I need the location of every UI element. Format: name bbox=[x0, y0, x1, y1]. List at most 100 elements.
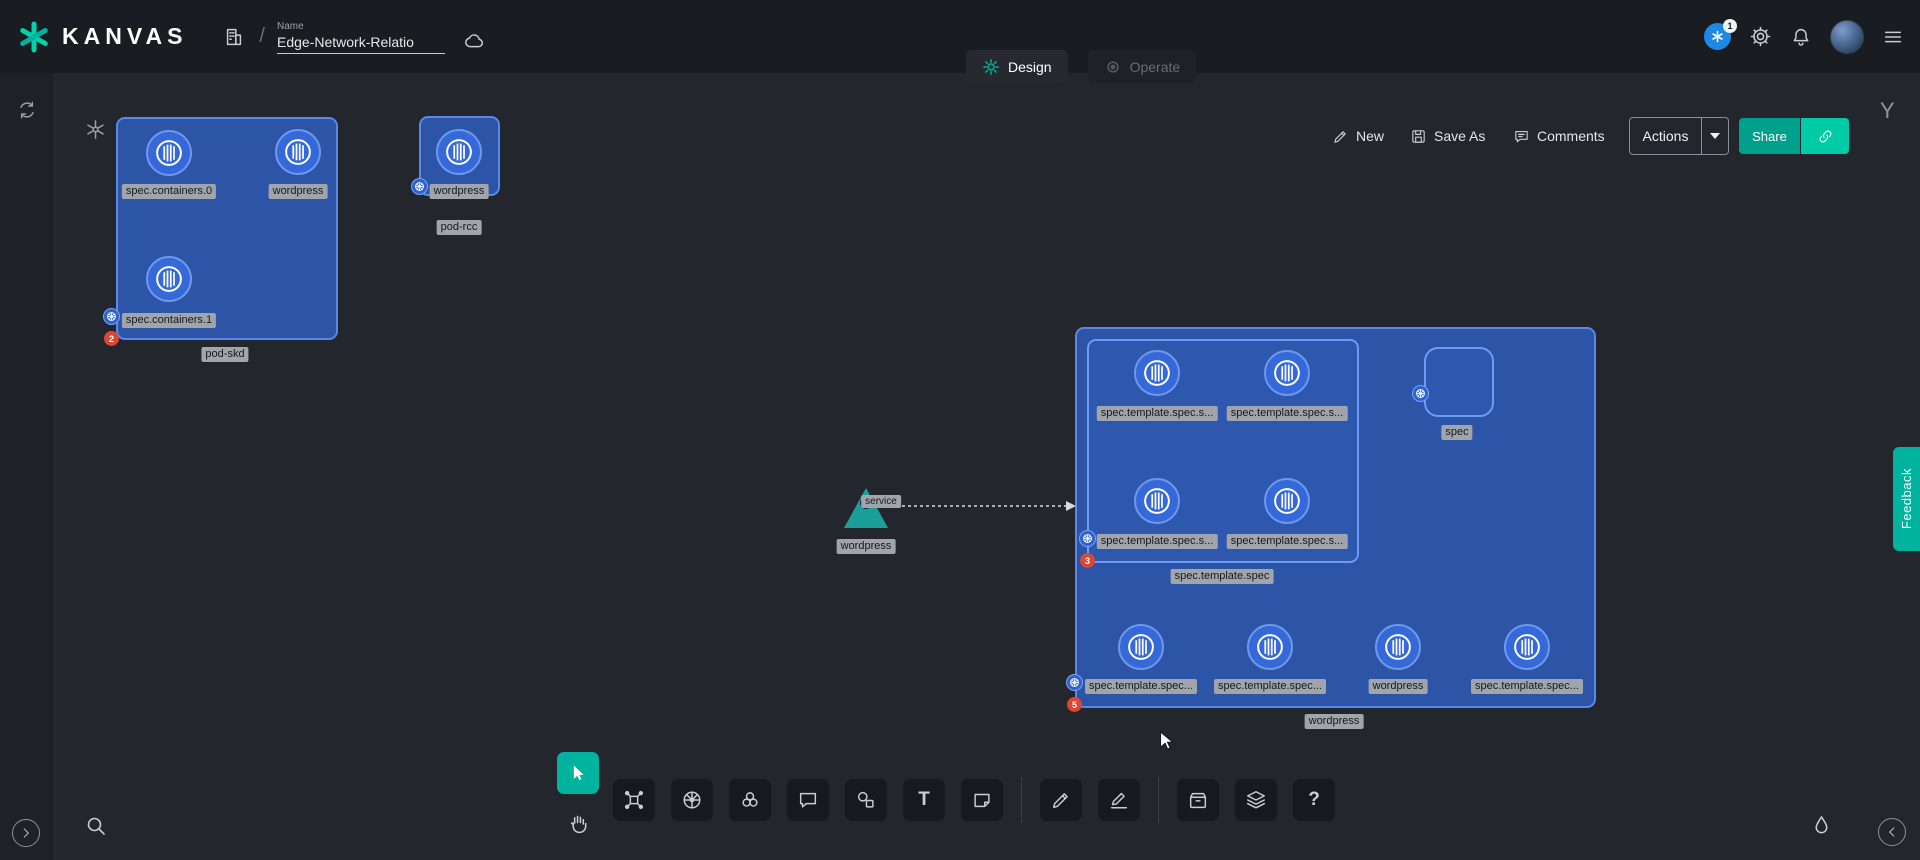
node-spec-template-4[interactable] bbox=[1264, 478, 1310, 524]
link-icon bbox=[1817, 128, 1834, 145]
meshery-shapes-tool[interactable] bbox=[729, 779, 771, 821]
snowflake-layout-icon[interactable] bbox=[84, 118, 107, 146]
node-spec[interactable] bbox=[1424, 347, 1494, 417]
new-button[interactable]: New bbox=[1332, 124, 1384, 148]
pan-tool[interactable] bbox=[557, 802, 599, 844]
node-label: wordpress bbox=[430, 184, 489, 199]
node-wordpress-pod-skd[interactable] bbox=[275, 129, 321, 175]
edge-service-to-wordpress[interactable] bbox=[886, 496, 1082, 516]
copy-link-button[interactable] bbox=[1801, 118, 1849, 154]
comment-tool[interactable] bbox=[787, 779, 829, 821]
actions-dropdown-caret[interactable] bbox=[1701, 118, 1728, 154]
design-name-input[interactable] bbox=[277, 34, 445, 54]
note-icon bbox=[971, 789, 993, 811]
expand-left-panel-button[interactable] bbox=[12, 819, 40, 847]
sync-refresh-icon[interactable] bbox=[16, 99, 38, 126]
drawer-tool[interactable] bbox=[1177, 779, 1219, 821]
node-wordpress-pod-rcc[interactable] bbox=[436, 129, 482, 175]
design-name-block: Name bbox=[277, 21, 445, 54]
layers-icon bbox=[1245, 789, 1267, 811]
help-tool-glyph: ? bbox=[1308, 789, 1320, 811]
cursor-icon bbox=[568, 763, 588, 783]
hierarchy-toggle-icon[interactable]: Y bbox=[1880, 98, 1895, 124]
node-label: spec bbox=[1441, 425, 1472, 440]
node-bottom-2[interactable] bbox=[1247, 624, 1293, 670]
node-service-triangle[interactable] bbox=[842, 486, 890, 535]
node-label: wordpress bbox=[1369, 679, 1428, 694]
kubernetes-badge-icon bbox=[1079, 530, 1096, 547]
actions-button[interactable]: Actions bbox=[1629, 117, 1729, 155]
node-bottom-1[interactable] bbox=[1118, 624, 1164, 670]
logo-text: KANVAS bbox=[62, 23, 187, 50]
settings-gear-icon[interactable] bbox=[1749, 25, 1772, 48]
node-label: wordpress bbox=[269, 184, 328, 199]
note-tool[interactable] bbox=[961, 779, 1003, 821]
text-tool[interactable]: T bbox=[903, 779, 945, 821]
workspace-building-icon[interactable] bbox=[223, 26, 245, 48]
feedback-tab[interactable]: Feedback bbox=[1893, 447, 1920, 551]
dock-divider bbox=[1021, 777, 1022, 823]
error-count-badge: 5 bbox=[1067, 697, 1082, 712]
ink-drop-icon[interactable] bbox=[1810, 814, 1833, 842]
node-spec-template-2[interactable] bbox=[1264, 350, 1310, 396]
design-name-label: Name bbox=[277, 21, 445, 32]
node-label: spec.template.spec... bbox=[1471, 679, 1583, 694]
collapse-right-panel-button[interactable] bbox=[1878, 818, 1906, 846]
kubernetes-tool[interactable] bbox=[671, 779, 713, 821]
account-glyph-icon bbox=[1710, 29, 1725, 44]
group-label: pod-skd bbox=[201, 347, 248, 362]
text-tool-glyph: T bbox=[918, 789, 930, 811]
feedback-tab-label: Feedback bbox=[1899, 468, 1914, 529]
pencil-icon bbox=[1332, 128, 1349, 145]
node-spec-template-3[interactable] bbox=[1134, 478, 1180, 524]
operate-icon bbox=[1104, 58, 1122, 76]
breadcrumb-slash: / bbox=[259, 25, 265, 48]
left-rail bbox=[0, 73, 55, 860]
node-label: spec.containers.1 bbox=[122, 313, 216, 328]
share-button[interactable]: Share bbox=[1739, 118, 1800, 154]
kubernetes-wheel-icon bbox=[681, 789, 703, 811]
pen-annotate-tool[interactable] bbox=[1098, 779, 1140, 821]
tool-dock: T bbox=[557, 752, 1335, 844]
zoom-search-icon[interactable] bbox=[84, 814, 108, 843]
new-button-label: New bbox=[1356, 128, 1384, 144]
node-label: spec.template.spec... bbox=[1214, 679, 1326, 694]
pencil-tool[interactable] bbox=[1040, 779, 1082, 821]
container-icon bbox=[1126, 632, 1156, 662]
tab-operate[interactable]: Operate bbox=[1088, 50, 1197, 83]
node-bottom-3[interactable] bbox=[1375, 624, 1421, 670]
node-bottom-4[interactable] bbox=[1504, 624, 1550, 670]
error-count-badge: 2 bbox=[104, 331, 119, 346]
node-spec-containers-1[interactable] bbox=[146, 256, 192, 302]
node-label: spec.template.spec.s... bbox=[1227, 406, 1348, 421]
kubernetes-badge-icon bbox=[411, 178, 428, 195]
kubernetes-badge-icon bbox=[103, 308, 120, 325]
circuit-icon bbox=[623, 789, 645, 811]
hamburger-menu-icon[interactable] bbox=[1882, 26, 1904, 48]
tab-operate-label: Operate bbox=[1130, 59, 1181, 75]
kanvas-logo[interactable]: KANVAS bbox=[16, 19, 187, 55]
bell-icon[interactable] bbox=[1790, 26, 1812, 48]
design-gear-icon bbox=[982, 58, 1000, 76]
group-spec-template-spec[interactable] bbox=[1087, 339, 1359, 563]
components-tool[interactable] bbox=[613, 779, 655, 821]
user-avatar[interactable] bbox=[1830, 20, 1864, 54]
pointer-tool[interactable] bbox=[557, 752, 599, 794]
kubernetes-badge-icon bbox=[1066, 674, 1083, 691]
cloud-sync-icon[interactable] bbox=[461, 31, 487, 53]
save-icon bbox=[1410, 128, 1427, 145]
comments-button[interactable]: Comments bbox=[1513, 124, 1605, 148]
tab-design[interactable]: Design bbox=[966, 50, 1068, 83]
layers-tool[interactable] bbox=[1235, 779, 1277, 821]
cloud-account-icon[interactable]: 1 bbox=[1704, 23, 1731, 50]
save-as-button[interactable]: Save As bbox=[1410, 124, 1485, 148]
shapes-tool[interactable] bbox=[845, 779, 887, 821]
help-tool[interactable]: ? bbox=[1293, 779, 1335, 821]
node-spec-template-1[interactable] bbox=[1134, 350, 1180, 396]
node-label: spec.containers.0 bbox=[122, 184, 216, 199]
comment-bubble-icon bbox=[797, 789, 819, 811]
error-count-badge: 3 bbox=[1080, 553, 1095, 568]
edge-label: service bbox=[861, 495, 901, 508]
node-spec-containers-0[interactable] bbox=[146, 130, 192, 176]
app-header: KANVAS / Name bbox=[0, 0, 1920, 73]
